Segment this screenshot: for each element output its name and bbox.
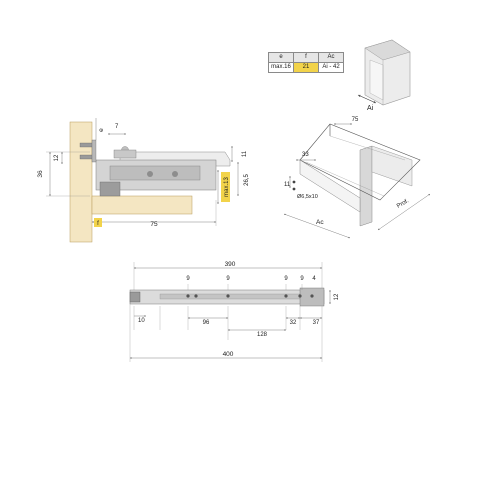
- dim-hole-4: 9: [300, 276, 304, 282]
- hole-spec: Ø6,5x10: [297, 194, 318, 200]
- dim-hole-2: 9: [226, 276, 230, 282]
- dim-ac: Ac: [316, 219, 324, 226]
- dim-7: 7: [115, 124, 119, 130]
- dim-12-left: 12: [54, 154, 60, 161]
- dim-400: 400: [223, 351, 234, 358]
- dim-36: 36: [37, 170, 44, 178]
- mount-screws: [79, 139, 97, 163]
- drawer-isometric: 75 33 11 Ø6,5x10 Ac Prof.: [283, 117, 431, 239]
- dim-96: 96: [203, 320, 210, 326]
- cabinet-width-label: Ai: [367, 105, 374, 112]
- dim-75-section: 75: [150, 221, 158, 228]
- rail-view: 390 9 9 9 9 4 12 10: [129, 261, 340, 362]
- dim-33: 33: [302, 152, 309, 158]
- dim-hole-5: 4: [312, 276, 316, 282]
- dim-75-drawer: 75: [352, 117, 359, 123]
- drawer-bottom-panel: [91, 195, 193, 215]
- dim-11: 11: [242, 150, 248, 157]
- spec-table: e f Ac max.16 21 Ai - 42: [268, 52, 344, 73]
- dim-26-5: 26,5: [244, 174, 250, 186]
- dim-max13: max.13: [224, 177, 230, 197]
- dim-prof: Prof.: [396, 198, 410, 210]
- dim-11-drawer: 11: [284, 182, 291, 188]
- section-view: e 7 11 36 12 26,5 max.13 75 f: [37, 118, 250, 243]
- spec-table-row: max.16 21 Ai - 42: [268, 62, 344, 73]
- dim-32: 32: [290, 320, 297, 326]
- dim-10: 10: [138, 318, 145, 324]
- dim-hole-3: 9: [284, 276, 288, 282]
- dim-37: 37: [313, 320, 320, 326]
- dim-390: 390: [225, 261, 236, 268]
- cabinet-illustration: Ai: [357, 39, 411, 112]
- dim-12-rail: 12: [334, 293, 340, 300]
- dim-f: f: [97, 221, 99, 227]
- dim-128: 128: [257, 332, 268, 338]
- dim-hole-1: 9: [186, 276, 190, 282]
- dim-e: e: [98, 128, 105, 132]
- drawer-front: [359, 145, 373, 227]
- spec-value-ac: Ai - 42: [318, 62, 344, 73]
- cabinet-side-panel: [69, 121, 93, 243]
